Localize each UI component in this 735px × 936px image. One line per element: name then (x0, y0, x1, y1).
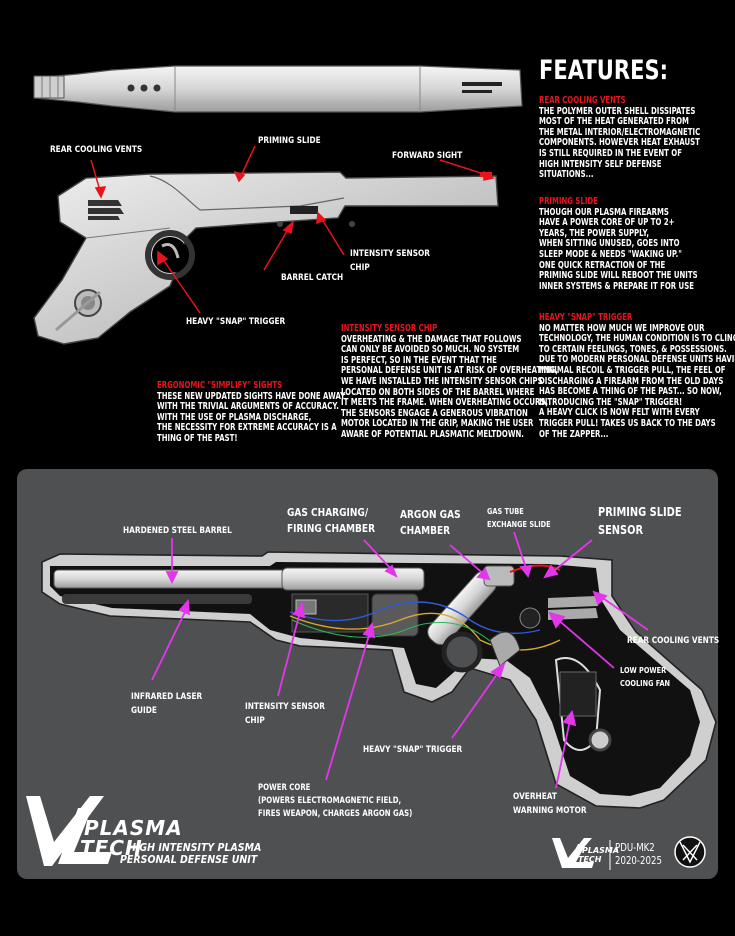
label-gas-charging-chamber: GAS CHARGING/ FIRING CHAMBER (287, 506, 376, 535)
brand-tagline1: HIGH INTENSITY PLASMA (128, 842, 262, 854)
brand-line2: TECH (80, 836, 143, 860)
brand-small-line2: TECH (578, 855, 602, 864)
top-callout-arrows (90, 145, 495, 314)
label-forward-sight: FORWARD SIGHT (392, 151, 463, 161)
label-heavy-snap-trigger-cutaway: HEAVY "SNAP" TRIGGER (363, 745, 463, 755)
label-rear-cooling-vents: REAR COOLING VENTS (50, 145, 143, 155)
vl-logo-large (26, 796, 112, 866)
label-rear-cooling-vents-cutaway: REAR COOLING VENTS (627, 636, 720, 646)
label-barrel-catch: BARREL CATCH (281, 273, 344, 283)
feature-body: THOUGH OUR PLASMA FIREARMS HAVE A POWER … (539, 206, 698, 292)
label-low-power-cooling-fan: LOW POWER COOLING FAN (620, 666, 671, 688)
label-heavy-snap-trigger: HEAVY "SNAP" TRIGGER (186, 317, 286, 327)
gun-top-view (33, 65, 523, 113)
label-hardened-steel-barrel: HARDENED STEEL BARREL (123, 526, 232, 536)
feature-ergonomic-sights: ERGONOMIC "SIMPLIFY" SIGHTS THESE NEW UP… (157, 380, 346, 445)
label-priming-slide-sensor: PRIMING SLIDE SENSOR (598, 505, 682, 537)
label-intensity-sensor-chip-cutaway: INTENSITY SENSOR CHIP (245, 702, 325, 726)
feature-heading: REAR COOLING VENTS (539, 95, 626, 106)
emblem-icon (674, 836, 706, 868)
brand-line1: PLASMA (84, 816, 183, 840)
label-infrared-laser-guide: INFRARED LASER GUIDE (131, 692, 203, 716)
feature-body: THE POLYMER OUTER SHELL DISSIPATES MOST … (539, 105, 701, 181)
label-priming-slide: PRIMING SLIDE (258, 136, 321, 146)
label-argon-gas-chamber: ARGON GAS CHAMBER (400, 508, 461, 537)
features-title: FEATURES: (539, 55, 669, 86)
brand-tagline2: PERSONAL DEFENSE UNIT (120, 854, 258, 866)
gun-side-view (33, 171, 499, 345)
label-overheat-warning-motor: OVERHEAT WARNING MOTOR (513, 792, 587, 816)
feature-body: OVERHEATING & THE DAMAGE THAT FOLLOWS CA… (341, 333, 558, 440)
feature-rear-cooling-vents: REAR COOLING VENTS THE POLYMER OUTER SHE… (539, 95, 701, 181)
label-power-core: POWER CORE (POWERS ELECTROMAGNETIC FIELD… (258, 783, 413, 819)
label-intensity-sensor-chip: INTENSITY SENSOR CHIP (350, 249, 430, 273)
feature-heading: PRIMING SLIDE (539, 196, 598, 207)
brand-small-line1: PLASMA (582, 846, 620, 855)
feature-body: NO MATTER HOW MUCH WE IMPROVE OUR TECHNO… (539, 322, 735, 440)
feature-heavy-snap-trigger: HEAVY "SNAP" TRIGGER NO MATTER HOW MUCH … (539, 312, 735, 440)
feature-heading: ERGONOMIC "SIMPLIFY" SIGHTS (157, 380, 283, 391)
cutaway-callout-arrows (151, 531, 649, 789)
feature-heading: INTENSITY SENSOR CHIP (341, 323, 438, 334)
feature-body: THESE NEW UPDATED SIGHTS HAVE DONE AWAY … (157, 390, 346, 444)
vl-logo-small (552, 838, 594, 868)
feature-priming-slide: PRIMING SLIDE THOUGH OUR PLASMA FIREARMS… (539, 196, 698, 292)
label-gas-tube-exchange-slide: GAS TUBE EXCHANGE SLIDE (487, 507, 551, 529)
model-info: PDU-MK2 2020-2025 (615, 842, 662, 867)
gun-cutaway (41, 551, 717, 809)
rear-vents-graphic (88, 200, 124, 220)
feature-heading: HEAVY "SNAP" TRIGGER (539, 312, 633, 323)
feature-intensity-sensor-chip: INTENSITY SENSOR CHIP OVERHEATING & THE … (341, 323, 558, 441)
